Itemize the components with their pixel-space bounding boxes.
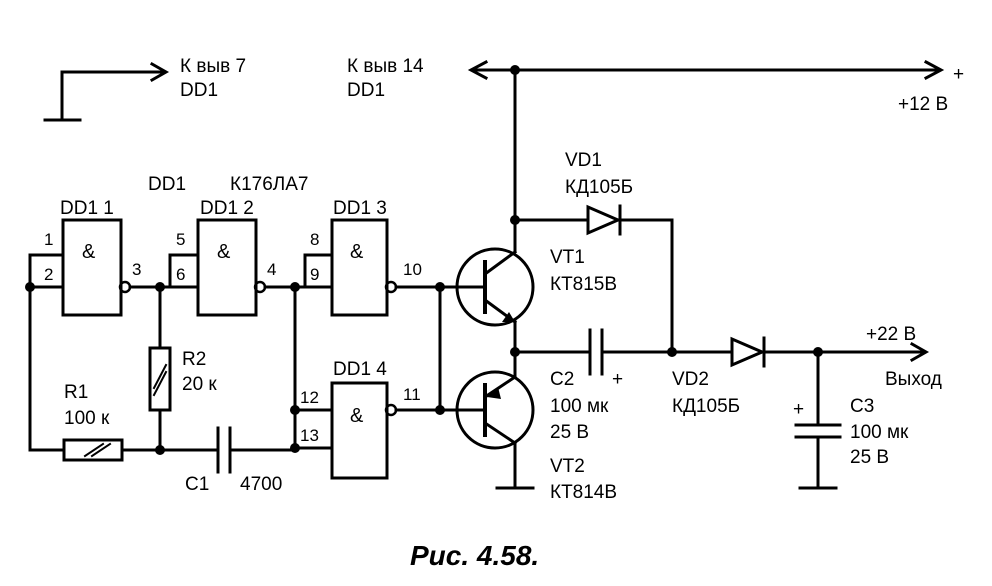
- rc-network: [25, 282, 300, 474]
- r1-value: 100 к: [64, 408, 110, 429]
- vt2-type: КТ814В: [550, 482, 617, 503]
- c3-label: C3: [850, 396, 874, 417]
- gate-dd1-1-pin3: 3: [132, 260, 141, 279]
- vd1-type: КД105Б: [565, 177, 633, 198]
- gate-dd1-3-pin9: 9: [310, 265, 319, 284]
- capacitor-c3: [794, 347, 842, 490]
- supply-rail-12v: [467, 59, 945, 252]
- label-to-pin7-line1: К выв 7: [180, 56, 246, 77]
- label-plus-sign: +: [953, 64, 964, 85]
- base-drive: [435, 282, 487, 415]
- gate-dd1-1-name: DD1 1: [60, 198, 114, 219]
- gate-dd1-4-pin11: 11: [403, 385, 421, 404]
- ic-type: К176ЛА7: [230, 174, 308, 195]
- r2-label: R2: [182, 349, 206, 370]
- output-voltage: +22 В: [866, 324, 916, 345]
- vt2-label: VT2: [550, 456, 585, 477]
- gate-dd1-1-pin1: 1: [44, 230, 53, 249]
- gate-dd1-2-pin5: 5: [176, 230, 185, 249]
- c2-plus-sign: +: [612, 369, 623, 390]
- gate-dd1-3-pin10: 10: [403, 260, 422, 279]
- c1-value: 4700: [240, 474, 282, 495]
- ground-to-pin7: [43, 61, 170, 122]
- c2-value: 100 мк: [550, 396, 609, 417]
- transistor-vt2: [455, 350, 535, 490]
- c3-plus-sign: +: [793, 399, 804, 420]
- vd2-label: VD2: [672, 369, 709, 390]
- diode-vd1: [510, 204, 674, 354]
- capacitor-c2: [510, 328, 674, 376]
- label-to-pin14-line2: DD1: [347, 80, 385, 101]
- label-to-pin14-line1: К выв 14: [347, 56, 424, 77]
- diode-vd2: [667, 336, 930, 368]
- figure-caption: Рис. 4.58.: [410, 540, 539, 571]
- c3-voltage: 25 В: [850, 447, 889, 468]
- c3-value: 100 мк: [850, 422, 909, 443]
- gate-dd1-2: [158, 218, 297, 317]
- gate-dd1-4-symbol: &: [350, 405, 364, 427]
- gate-dd1-1-pin2: 2: [44, 265, 53, 284]
- vd2-type: КД105Б: [672, 396, 740, 417]
- gate-dd1-3-pin8: 8: [310, 230, 319, 249]
- gate-dd1-2-pin4: 4: [267, 260, 276, 279]
- c1-label: C1: [185, 474, 209, 495]
- r2-value: 20 к: [182, 374, 217, 395]
- transistor-vt1: [455, 247, 535, 354]
- gate-dd1-4: [293, 381, 442, 480]
- vt1-type: КТ815В: [550, 274, 617, 295]
- c2-voltage: 25 В: [550, 422, 589, 443]
- gate-dd1-2-name: DD1 2: [200, 198, 254, 219]
- gate-dd1-4-pin12: 12: [300, 388, 319, 407]
- gate-dd1-4-name: DD1 4: [333, 359, 387, 380]
- c2-label: C2: [550, 369, 574, 390]
- output-label: Выход: [885, 369, 942, 390]
- vd1-label: VD1: [565, 150, 602, 171]
- ic-name: DD1: [148, 174, 186, 195]
- r1-label: R1: [64, 382, 88, 403]
- gate-dd1-3-symbol: &: [350, 241, 364, 263]
- gate-dd1-3-name: DD1 3: [333, 198, 387, 219]
- gate-dd1-2-pin6: 6: [176, 265, 185, 284]
- label-plus-12v: +12 В: [898, 94, 948, 115]
- gate-dd1-2-symbol: &: [217, 241, 231, 263]
- gate-dd1-3: [293, 218, 442, 317]
- vt1-label: VT1: [550, 247, 585, 268]
- label-to-pin7-line2: DD1: [180, 80, 218, 101]
- gate-dd1-1-symbol: &: [82, 241, 96, 263]
- gate-dd1-4-pin13: 13: [300, 426, 319, 445]
